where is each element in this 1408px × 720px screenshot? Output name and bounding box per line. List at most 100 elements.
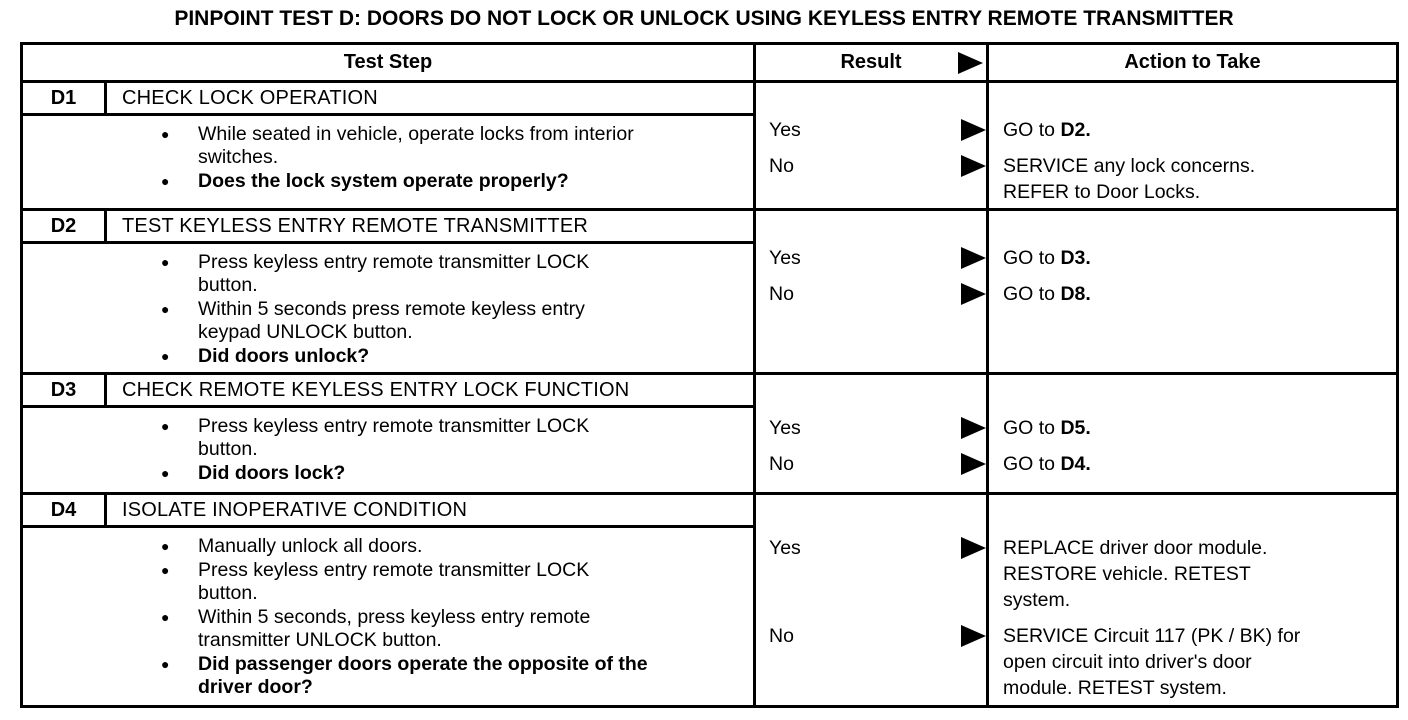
- action-step-ref: D4.: [1060, 453, 1091, 475]
- test-step-cell: D1 CHECK LOCK OPERATION ● While seated in…: [23, 83, 756, 208]
- bullet-icon: ●: [161, 173, 170, 189]
- result-arrow-icon: [961, 537, 986, 559]
- bullet-icon: ●: [161, 418, 170, 434]
- result-row-yes: Yes: [756, 415, 986, 441]
- action-pre: GO to: [1003, 247, 1061, 269]
- result-label: Yes: [769, 416, 801, 439]
- step-block-d1: D1 CHECK LOCK OPERATION ● While seated in…: [23, 83, 1396, 211]
- header-result-label: Result: [840, 51, 902, 73]
- result-arrow-icon: [961, 625, 986, 647]
- bullet-item: ● Within 5 seconds, press keyless entry r…: [161, 606, 743, 652]
- step-id: D1: [23, 83, 107, 113]
- test-step-cell: D3 CHECK REMOTE KEYLESS ENTRY LOCK FUNCT…: [23, 375, 756, 492]
- step-block-d3: D3 CHECK REMOTE KEYLESS ENTRY LOCK FUNCT…: [23, 375, 1396, 495]
- result-arrow-icon: [961, 453, 986, 475]
- result-arrow-icon: [961, 247, 986, 269]
- action-text: GO to D2.: [986, 117, 1396, 143]
- step-bullet-list: ● Press keyless entry remote transmitter …: [23, 408, 753, 486]
- action-pre: GO to: [1003, 283, 1061, 305]
- bullet-item-question: ● Does the lock system operate properly?: [161, 170, 743, 193]
- result-action-cell: Yes GO to D3. No GO to D8.: [756, 211, 1396, 372]
- bullet-item-question: ● Did passenger doors operate the opposit…: [161, 653, 743, 699]
- result-action-cell: Yes GO to D5. No GO to D4.: [756, 375, 1396, 492]
- bullet-icon: ●: [161, 609, 170, 625]
- bullet-text: Did doors lock?: [198, 462, 346, 484]
- bullet-item: ● Press keyless entry remote transmitter …: [161, 559, 743, 605]
- result-arrow-icon: [961, 417, 986, 439]
- step-name: TEST KEYLESS ENTRY REMOTE TRANSMITTER: [122, 214, 589, 237]
- step-title-row: D2 TEST KEYLESS ENTRY REMOTE TRANSMITTER: [23, 211, 753, 244]
- bullet-text: Press keyless entry remote transmitter L…: [198, 559, 590, 604]
- result-row-no: No: [756, 153, 986, 179]
- bullet-item: ● Press keyless entry remote transmitter …: [161, 415, 743, 461]
- action-step-ref: D8.: [1060, 283, 1091, 305]
- test-step-cell: D2 TEST KEYLESS ENTRY REMOTE TRANSMITTER…: [23, 211, 756, 372]
- result-label: No: [769, 282, 794, 305]
- step-name: ISOLATE INOPERATIVE CONDITION: [122, 498, 468, 521]
- result-action-cell: Yes REPLACE driver door module. RESTORE …: [756, 495, 1396, 705]
- result-row-no: No: [756, 623, 986, 649]
- step-id: D4: [23, 495, 107, 525]
- bullet-text: Does the lock system operate properly?: [198, 170, 569, 192]
- result-label: Yes: [769, 118, 801, 141]
- action-text: GO to D8.: [986, 281, 1396, 307]
- action-pre: GO to: [1003, 119, 1061, 141]
- step-name: CHECK REMOTE KEYLESS ENTRY LOCK FUNCTION: [122, 378, 630, 401]
- bullet-item-question: ● Did doors lock?: [161, 462, 743, 485]
- pinpoint-test-table: Test Step Result Action to Take D1 CHECK…: [20, 42, 1399, 708]
- bullet-text: While seated in vehicle, operate locks f…: [198, 123, 634, 168]
- page-title: PINPOINT TEST D: DOORS DO NOT LOCK OR UN…: [174, 7, 1234, 30]
- result-row-yes: Yes: [756, 117, 986, 143]
- step-id: D2: [23, 211, 107, 241]
- action-text: GO to D3.: [986, 245, 1396, 271]
- action-step-ref: D3.: [1060, 247, 1091, 269]
- action-pre: REPLACE driver door module. RESTORE vehi…: [1003, 537, 1268, 611]
- step-bullet-list: ● While seated in vehicle, operate locks …: [23, 116, 753, 194]
- step-bullet-list: ● Press keyless entry remote transmitter …: [23, 244, 753, 369]
- header-test-step: Test Step: [23, 45, 756, 80]
- action-text: GO to D4.: [986, 451, 1396, 477]
- result-arrow-icon: [958, 51, 983, 74]
- bullet-icon: ●: [161, 301, 170, 317]
- step-bullet-list: ●Manually unlock all doors. ● Press keyle…: [23, 528, 753, 700]
- header-result: Result: [756, 45, 986, 80]
- table-header-row: Test Step Result Action to Take: [23, 45, 1396, 83]
- result-label: No: [769, 154, 794, 177]
- result-row-no: No: [756, 451, 986, 477]
- result-label: No: [769, 452, 794, 475]
- action-pre: GO to: [1003, 417, 1061, 439]
- test-step-cell: D4 ISOLATE INOPERATIVE CONDITION ●Manual…: [23, 495, 756, 705]
- result-row-no: No: [756, 281, 986, 307]
- bullet-icon: ●: [161, 254, 170, 270]
- action-pre: GO to: [1003, 453, 1061, 475]
- result-arrow-icon: [961, 283, 986, 305]
- bullet-icon: ●: [161, 562, 170, 578]
- action-text: REPLACE driver door module. RESTORE vehi…: [986, 535, 1396, 613]
- bullet-item: ●Manually unlock all doors.: [161, 535, 743, 558]
- result-label: No: [769, 624, 794, 647]
- step-title-row: D3 CHECK REMOTE KEYLESS ENTRY LOCK FUNCT…: [23, 375, 753, 408]
- bullet-icon: ●: [161, 465, 170, 481]
- bullet-text: Did doors unlock?: [198, 345, 370, 367]
- action-pre: SERVICE Circuit 117 (PK / BK) for open c…: [1003, 625, 1301, 699]
- header-action-to-take: Action to Take: [986, 45, 1396, 80]
- action-text: SERVICE Circuit 117 (PK / BK) for open c…: [986, 623, 1396, 701]
- action-text: SERVICE any lock concerns. REFER to Door…: [986, 153, 1396, 205]
- action-text: GO to D5.: [986, 415, 1396, 441]
- action-step-ref: D2.: [1060, 119, 1091, 141]
- bullet-item: ●While seated in vehicle, operate locks …: [161, 123, 743, 169]
- step-block-d2: D2 TEST KEYLESS ENTRY REMOTE TRANSMITTER…: [23, 211, 1396, 375]
- bullet-item-question: ●Did doors unlock?: [161, 345, 743, 368]
- action-step-ref: D5.: [1060, 417, 1091, 439]
- result-action-cell: Yes GO to D2. No SERVICE any lock concer…: [756, 83, 1396, 208]
- result-arrow-icon: [961, 119, 986, 141]
- result-row-yes: Yes: [756, 245, 986, 271]
- bullet-text: Within 5 seconds, press keyless entry re…: [198, 606, 591, 651]
- step-title-row: D1 CHECK LOCK OPERATION: [23, 83, 753, 116]
- bullet-text: Press keyless entry remote transmitter L…: [198, 415, 590, 460]
- bullet-text: Did passenger doors operate the opposite…: [198, 653, 648, 698]
- bullet-icon: ●: [161, 656, 170, 672]
- bullet-text: Press keyless entry remote transmitter L…: [198, 251, 590, 296]
- result-arrow-icon: [961, 155, 986, 177]
- result-row-yes: Yes: [756, 535, 986, 561]
